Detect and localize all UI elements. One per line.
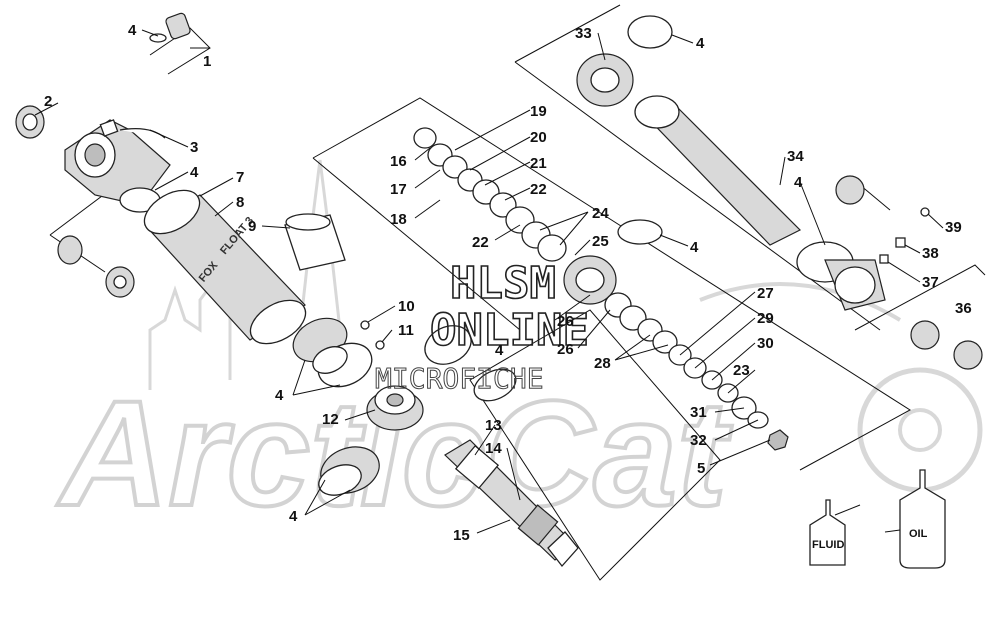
box-shaft-assembly-top bbox=[312, 97, 911, 471]
callout-15: 16 bbox=[390, 153, 407, 170]
callout-4e: 4 bbox=[495, 342, 504, 359]
part-upper-eyelet-body bbox=[64, 119, 171, 206]
part-35-fitting bbox=[879, 254, 889, 264]
callout-13: 14 bbox=[485, 440, 502, 457]
callout-35: 37 bbox=[922, 274, 939, 291]
hlsm-watermark: HLSM ONLINE MICROFICHE bbox=[375, 257, 590, 395]
callout-26b: 27 bbox=[757, 285, 774, 302]
part-lower-left-bushings bbox=[57, 235, 135, 298]
part-4-seal-rings-cluster bbox=[292, 317, 373, 388]
callout-32: 33 bbox=[575, 25, 592, 42]
callout-28: 29 bbox=[757, 310, 774, 327]
callout-6: 7 bbox=[236, 169, 244, 186]
callout-4a: 4 bbox=[128, 22, 137, 39]
callout-31: 32 bbox=[690, 432, 707, 449]
box-right-eyelet-a bbox=[859, 184, 891, 211]
group-boxes bbox=[49, 4, 986, 581]
callout-4d: 4 bbox=[289, 508, 298, 525]
callout-27: 28 bbox=[594, 355, 611, 372]
callout-5: 5 bbox=[697, 460, 705, 477]
box-item-1 bbox=[149, 27, 211, 75]
watermark-line-1: HLSM bbox=[450, 258, 556, 309]
callout-33: 34 bbox=[787, 148, 804, 165]
callout-36: 38 bbox=[922, 245, 939, 262]
part-32-reservoir-cap bbox=[576, 53, 634, 107]
callout-11: 12 bbox=[322, 411, 339, 428]
part-5-nut bbox=[767, 429, 789, 451]
watermark-line-3: MICROFICHE bbox=[375, 362, 544, 395]
box-shaft-assembly-left bbox=[312, 157, 521, 331]
callout-19: 20 bbox=[530, 129, 547, 146]
part-34-right-eyelet bbox=[796, 241, 886, 311]
spire-silhouette bbox=[298, 159, 342, 331]
box-shaft-lower bbox=[469, 309, 721, 581]
callout-34: 36 bbox=[955, 300, 972, 317]
part-right-bushing-top bbox=[835, 175, 865, 205]
callout-16: 17 bbox=[390, 181, 407, 198]
callout-23: 24 bbox=[592, 205, 609, 222]
callout-37: 39 bbox=[945, 219, 962, 236]
callout-30: 31 bbox=[690, 404, 707, 421]
callout-21: 22 bbox=[530, 181, 547, 198]
box-right-eyelet-b bbox=[854, 264, 986, 331]
callout-7: 8 bbox=[236, 194, 244, 211]
callout-24: 25 bbox=[592, 233, 609, 250]
part-25-valve-body bbox=[563, 255, 617, 305]
callout-10: 11 bbox=[398, 322, 414, 339]
callout-4g: 4 bbox=[696, 35, 705, 52]
part-36-valve-core bbox=[895, 237, 906, 248]
part-4-lower-ring-stack bbox=[318, 446, 380, 496]
callout-4f: 4 bbox=[690, 239, 699, 256]
callout-4h: 4 bbox=[794, 174, 803, 191]
callout-29: 30 bbox=[757, 335, 774, 352]
part-6-air-sleeve: FOX FLOAT 3 bbox=[143, 189, 307, 345]
leader-lines bbox=[34, 29, 944, 534]
part-38-fluid-bottle: FLUID bbox=[809, 499, 846, 566]
part-4-seal-head-rings bbox=[424, 325, 517, 402]
part-37-cap bbox=[920, 207, 930, 217]
part-33-reservoir-body bbox=[634, 95, 802, 246]
callout-17: 18 bbox=[390, 211, 407, 228]
box-reservoir-top bbox=[514, 4, 621, 63]
callout-1: 1 bbox=[203, 53, 211, 70]
callout-18: 19 bbox=[530, 103, 547, 120]
callout-12: 13 bbox=[485, 417, 502, 434]
watermark-line-2: ONLINE bbox=[430, 305, 589, 356]
part-2-bushing bbox=[15, 105, 45, 139]
callout-4b: 4 bbox=[190, 164, 199, 181]
fluid-bottle-label: FLUID bbox=[812, 539, 844, 551]
part-1-air-valve-cap bbox=[149, 12, 191, 43]
shim-stack-lower bbox=[604, 292, 769, 429]
part-10-ball bbox=[375, 340, 385, 350]
callout-4c: 4 bbox=[275, 387, 284, 404]
wheel-hub-silhouette bbox=[898, 408, 942, 452]
part-8-wiper-band bbox=[284, 213, 346, 271]
box-reservoir-bottom bbox=[514, 61, 881, 331]
part-24-ring bbox=[617, 219, 663, 245]
callout-2: 2 bbox=[44, 93, 52, 110]
shim-stack-upper bbox=[413, 127, 567, 262]
part-right-bushing-low bbox=[953, 340, 983, 370]
part-9-ball bbox=[360, 320, 370, 330]
callout-numbers: 4 1 2 3 4 7 8 9 4 4 10 11 12 4 13 14 15 … bbox=[44, 22, 972, 544]
callout-9: 10 bbox=[398, 298, 415, 315]
part-39-oil-bottle: OIL bbox=[899, 469, 946, 569]
callout-22a: 22 bbox=[472, 234, 489, 251]
callout-25: 26 bbox=[557, 313, 574, 330]
part-4-reservoir-ring bbox=[627, 15, 673, 49]
part-right-bushing-mid bbox=[910, 320, 940, 350]
callout-26a: 26 bbox=[557, 341, 574, 358]
part-14-damper-shaft bbox=[444, 439, 579, 568]
callout-8: 9 bbox=[248, 218, 256, 235]
callout-20: 21 bbox=[530, 155, 547, 172]
oil-bottle-label: OIL bbox=[909, 528, 928, 540]
callout-3: 3 bbox=[190, 139, 198, 156]
callout-22b: 23 bbox=[733, 362, 750, 379]
callout-14: 15 bbox=[453, 527, 470, 544]
part-11-piston bbox=[366, 385, 424, 431]
